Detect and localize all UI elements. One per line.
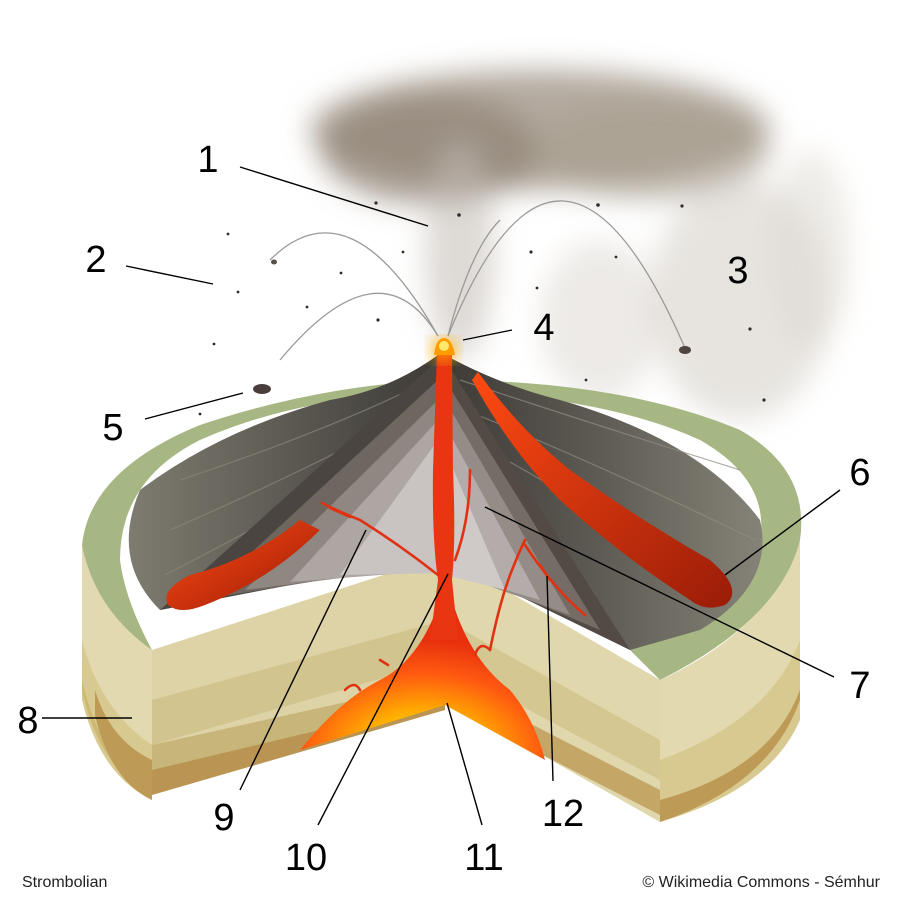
magma-chamber [300, 600, 545, 760]
callout-12: 12 [542, 793, 584, 835]
bomb-trajectories [269, 200, 686, 361]
diagram-caption: Strombolian [22, 874, 108, 891]
leader-lines [42, 166, 841, 826]
callout-6: 6 [849, 452, 870, 494]
callout-4: 4 [533, 307, 554, 349]
ejecta-particles [198, 201, 766, 434]
callout-2: 2 [85, 239, 106, 281]
image-credit: © Wikimedia Commons - Sémhur [642, 874, 880, 891]
lava-flow-right [472, 372, 733, 608]
callout-3: 3 [727, 250, 748, 292]
central-conduit [430, 352, 458, 640]
cone-section [160, 360, 630, 650]
callout-1: 1 [197, 139, 218, 181]
callout-numbers: 1 2 3 4 5 6 7 8 9 10 11 12 [17, 139, 870, 879]
dikes [320, 468, 587, 692]
lava-flow-left [166, 520, 320, 610]
callout-10: 10 [285, 837, 327, 879]
vent-glow [432, 338, 456, 360]
callout-9: 9 [213, 797, 234, 839]
callout-11: 11 [464, 837, 503, 879]
bedrock-layers [82, 540, 800, 822]
callout-7: 7 [849, 665, 870, 707]
callout-5: 5 [102, 407, 123, 449]
ash-plume [310, 70, 850, 420]
callout-8: 8 [17, 700, 38, 742]
